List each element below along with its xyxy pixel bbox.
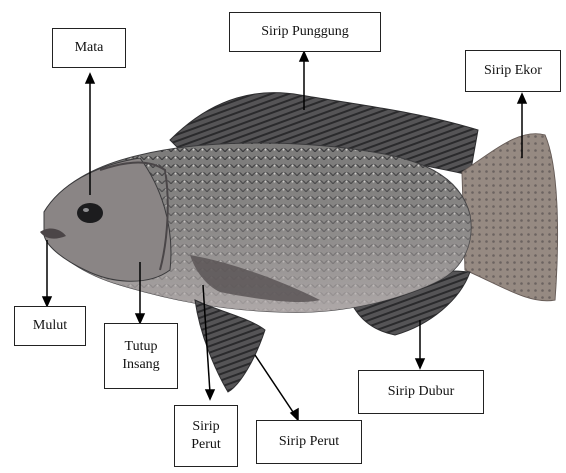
label-sirip-perut-1: Sirip Perut (174, 405, 238, 467)
label-mulut: Mulut (14, 306, 86, 346)
label-sirip-dubur: Sirip Dubur (358, 370, 484, 414)
fish-eye (77, 203, 103, 223)
label-sirip-punggung: Sirip Punggung (229, 12, 381, 52)
label-tutup-insang: Tutup Insang (104, 323, 178, 389)
label-mata: Mata (52, 28, 126, 68)
label-sirip-ekor: Sirip Ekor (465, 50, 561, 92)
label-sirip-perut-2: Sirip Perut (256, 420, 362, 464)
arrow-sirip-perut-2 (255, 355, 295, 415)
fish-head (44, 158, 171, 281)
